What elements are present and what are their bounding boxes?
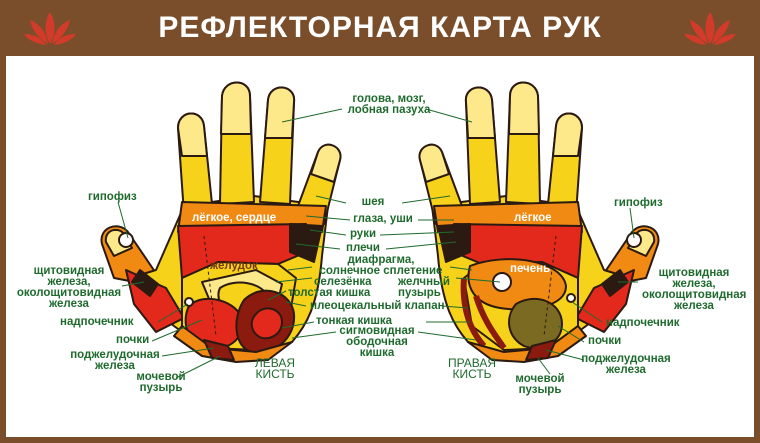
pointer-lines xyxy=(117,108,638,379)
label-ileocecal: илеоцекальный клапан xyxy=(310,300,445,312)
lotus-icon xyxy=(24,12,76,45)
page-title: РЕФЛЕКТОРНАЯ КАРТА РУК xyxy=(158,11,602,44)
label-kidneys-left: почки xyxy=(116,334,150,346)
label-adrenal-left: надпочечник xyxy=(60,316,134,328)
header: РЕФЛЕКТОРНАЯ КАРТА РУК xyxy=(0,0,760,56)
right-hand xyxy=(418,81,660,363)
label-small-intestine: тонкая кишка xyxy=(316,315,393,327)
diagram-panel: голова, мозг,лобная пазуха шея глаза, уш… xyxy=(6,56,754,437)
lotus-icon xyxy=(684,12,736,45)
label-pituitary-left: гипофиз xyxy=(88,191,137,203)
label-shoulders: плечи xyxy=(346,242,380,254)
label-adrenal-right: надпочечник xyxy=(606,317,680,329)
label-head: голова, мозг,лобная пазуха xyxy=(347,93,431,116)
label-spleen: селезёнка xyxy=(314,276,372,288)
label-colon: толстая кишка xyxy=(288,287,371,299)
label-arms: руки xyxy=(349,228,377,240)
label-stomach: желудок xyxy=(210,260,258,272)
hands-diagram xyxy=(100,81,660,379)
label-neck: шея xyxy=(361,196,385,208)
left-hand xyxy=(100,81,342,363)
label-eyes-ears: глаза, уши xyxy=(353,213,413,225)
label-diaphragm: диафрагма,солнечное сплетение xyxy=(319,254,443,277)
label-lung-heart: лёгкое, сердце xyxy=(192,212,277,224)
label-lung: лёгкое xyxy=(514,212,552,224)
label-pituitary-right: гипофиз xyxy=(614,197,663,209)
label-liver: печень xyxy=(510,263,551,275)
label-kidneys-right: почки xyxy=(588,335,622,347)
